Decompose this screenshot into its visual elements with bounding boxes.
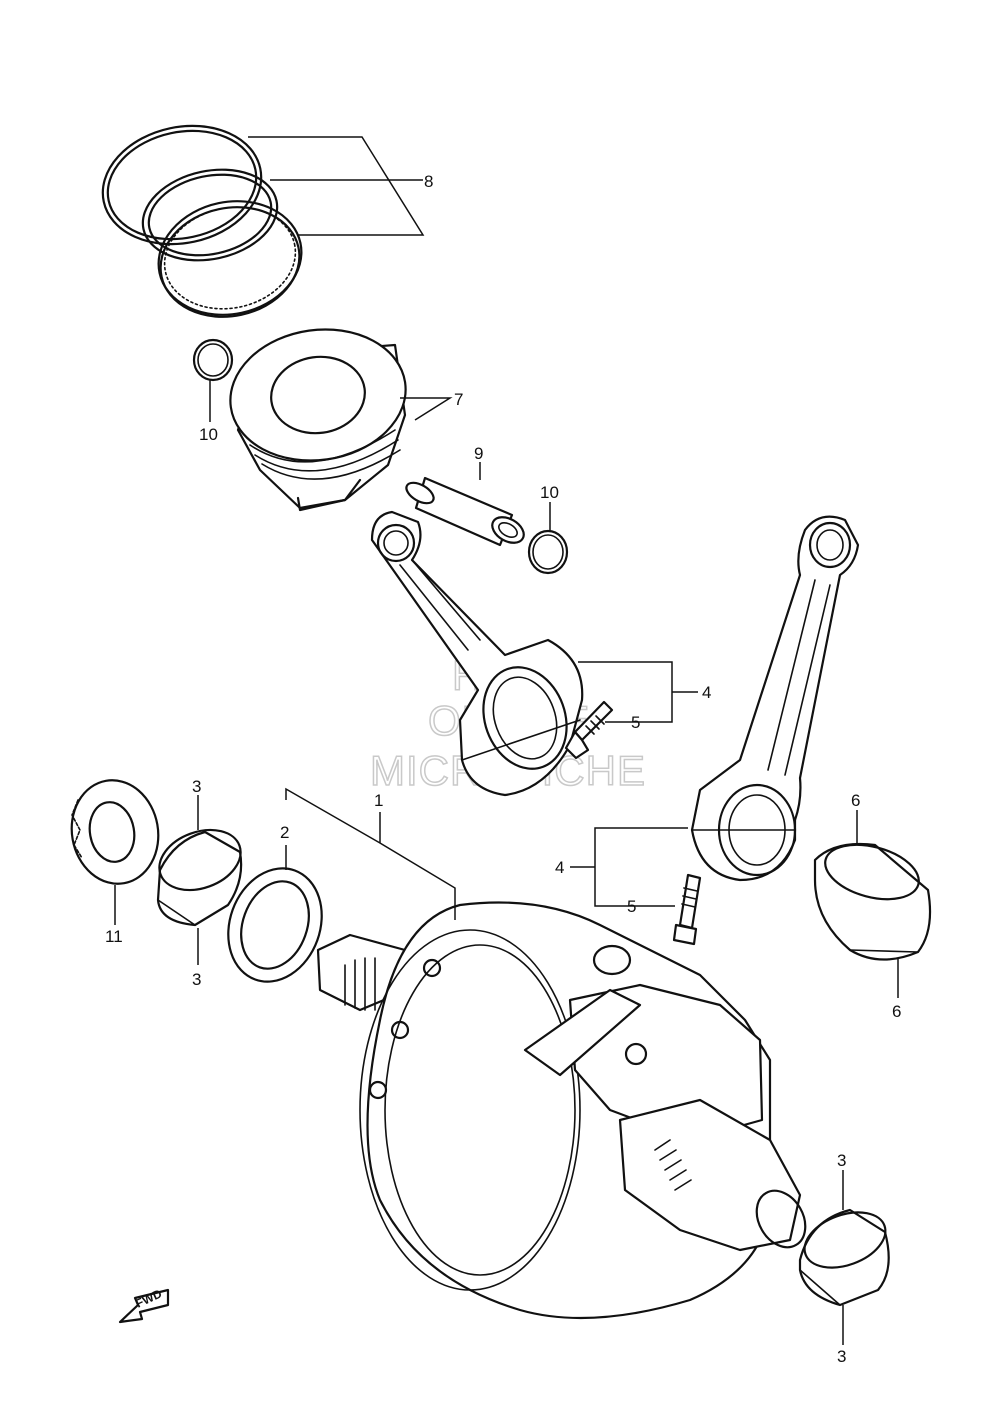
conrod-bolt-b[interactable] [672,873,702,946]
callout-gear-washer: 11 [105,927,123,946]
piston-rings[interactable] [92,112,312,330]
callout-bearing-lower-right: 6 [892,1002,901,1021]
callout-conrod-bolt-a: 5 [631,713,640,732]
piston-pin-clip-right[interactable] [527,529,569,575]
crank-bearing-bottom-right[interactable] [797,1202,893,1307]
callout-conrod-bolt-b: 5 [627,897,636,916]
thrust-washer[interactable] [213,855,337,995]
connecting-rod-a[interactable] [370,510,584,797]
leader-lines [114,136,899,1345]
connecting-rod-b[interactable] [690,515,860,882]
callout-thrust-washer: 2 [280,823,289,842]
callouts: 8 7 10 9 10 4 5 1 2 3 3 11 4 5 6 6 3 3 [105,172,901,1366]
callout-bearing-bottom-bottom-right: 3 [837,1347,846,1366]
callout-piston: 7 [454,390,463,409]
piston-pin-clip-left[interactable] [192,338,234,382]
gear-washer[interactable] [64,773,167,890]
callout-bearing-lower-left: 3 [192,970,201,989]
callout-crankshaft: 1 [374,791,383,810]
callout-bearing-top-bottom-right: 3 [837,1151,846,1170]
conrod-bolt-a[interactable] [564,700,614,760]
crank-bearing-right[interactable] [813,835,932,961]
callout-conrod-a: 4 [702,683,711,702]
callout-pin-clip-left: 10 [199,425,218,444]
callout-bearing-upper-left: 3 [192,777,201,796]
crankshaft[interactable] [316,901,815,1320]
piston-pin[interactable] [403,476,528,548]
callout-bearing-upper-right: 6 [851,791,860,810]
forward-arrow-icon: FWD [118,1286,170,1324]
piston[interactable] [222,318,414,512]
crank-bearing-upper-left[interactable] [151,819,249,927]
callout-piston-pin: 9 [474,444,483,463]
callout-pin-clip-right: 10 [540,483,559,502]
callout-conrod-b: 4 [555,858,564,877]
callout-piston-rings: 8 [424,172,433,191]
